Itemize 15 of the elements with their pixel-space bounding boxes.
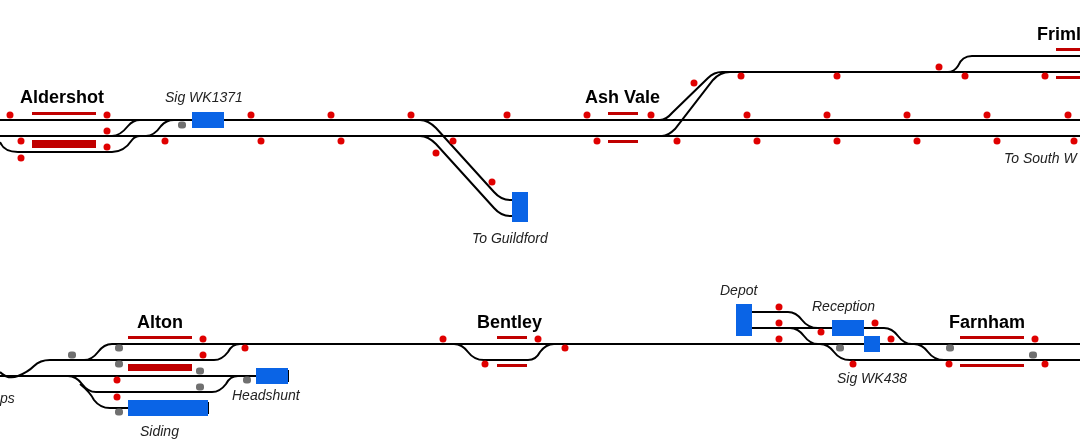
location-label: Sig WK438 [837,371,908,385]
location-label: ps [0,391,15,405]
location-label: To South W [1004,151,1077,165]
station-name: Farnham [949,313,1026,331]
station-name: Friml [1037,25,1080,43]
location-label: Sig WK1371 [165,90,243,104]
station-name: Bentley [477,313,543,331]
station-name: Ash Vale [585,88,661,106]
station-name: Aldershot [20,88,104,106]
location-label: Headshunt [232,388,300,402]
location-label: Reception [812,299,876,313]
location-label: To Guildford [472,231,548,245]
location-label: Depot [720,283,758,297]
location-label: Siding [140,424,179,438]
station-name: Alton [137,313,183,331]
